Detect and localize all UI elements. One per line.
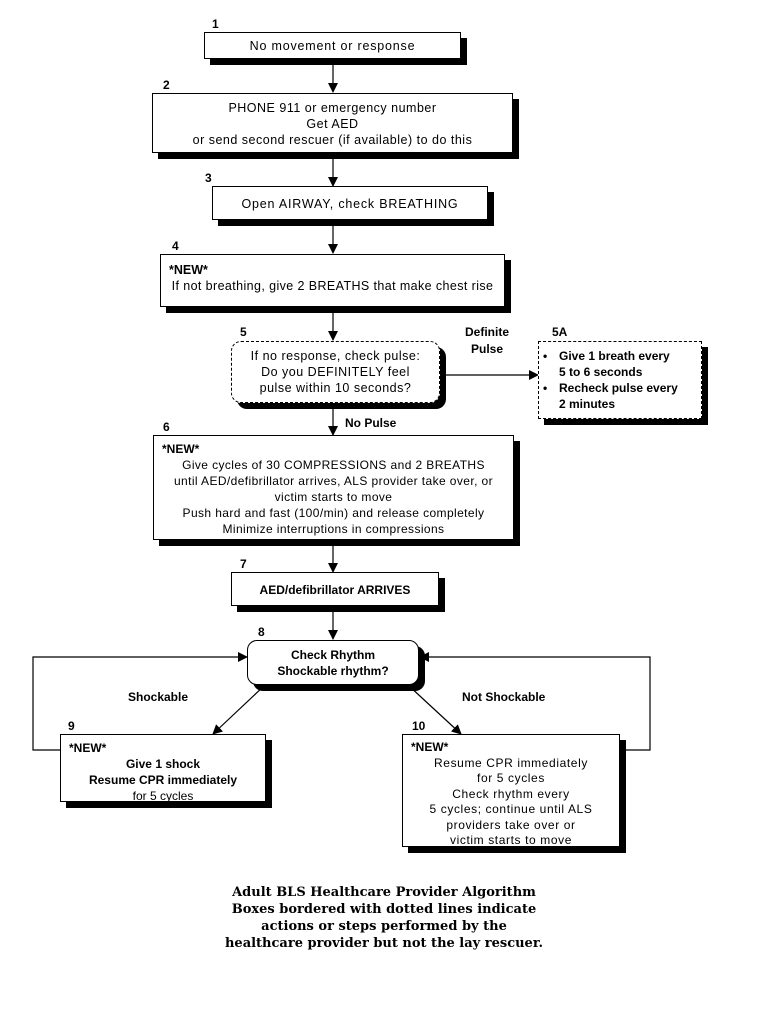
step-no-movement: No movement or response (204, 32, 461, 59)
step-text: Check rhythm every (452, 786, 570, 801)
step-text: for 5 cycles (477, 771, 545, 785)
step-check-pulse: If no response, check pulse: Do you DEFI… (231, 341, 440, 403)
pulse-actions-list: Give 1 breath every 5 to 6 seconds Reche… (539, 348, 701, 412)
step-text: PHONE 911 or emergency number (228, 101, 437, 115)
diagram-caption: Adult BLS Healthcare Provider Algorithm … (180, 884, 588, 952)
new-tag: *NEW* (169, 263, 208, 277)
step-text: AED/defibrillator ARRIVES (259, 583, 411, 597)
step-text: If no response, check pulse: (250, 349, 421, 363)
caption-line: actions or steps performed by the (261, 919, 507, 934)
step-check-rhythm: Check Rhythm Shockable rhythm? (247, 640, 419, 685)
label-shockable: Shockable (128, 690, 189, 704)
new-tag: *NEW* (162, 442, 200, 456)
step-number: 1 (212, 17, 219, 31)
step-text: or send second rescuer (if available) to… (192, 133, 473, 147)
step-number: 3 (205, 171, 212, 185)
step-text: victim starts to move (450, 833, 572, 847)
loop-9-to-8 (32, 652, 248, 751)
step-phone-911: PHONE 911 or emergency number Get AED or… (152, 93, 513, 153)
step-text: Give 1 shock (125, 757, 201, 771)
label-line: Pulse (470, 342, 503, 356)
label-definite-pulse: Definite Pulse (452, 324, 522, 358)
step-number: 2 (163, 78, 170, 92)
bullet-text: 2 minutes (559, 397, 616, 411)
bullet-text: 5 to 6 seconds (559, 365, 643, 379)
step-text: Resume CPR immediately (434, 755, 588, 770)
bullet-text: Give 1 breath every (559, 349, 670, 363)
step-text: until AED/defibrillator arrives, ALS pro… (173, 474, 494, 488)
step-number: 4 (172, 239, 179, 253)
step-text: If not breathing, give 2 BREATHS that ma… (171, 279, 494, 293)
step-number: 6 (163, 420, 170, 434)
step-aed-arrives: AED/defibrillator ARRIVES (231, 572, 439, 606)
step-text: Push hard and fast (100/min) and release… (182, 506, 485, 520)
step-text: Shockable rhythm? (277, 664, 389, 678)
step-text: Open AIRWAY, check BREATHING (241, 197, 459, 211)
step-definite-pulse-actions: Give 1 breath every 5 to 6 seconds Reche… (538, 341, 702, 419)
step-number: 7 (240, 557, 247, 571)
step-text: No movement or response (249, 39, 416, 53)
step-number: 9 (68, 719, 75, 733)
step-text: victim starts to move (274, 490, 393, 504)
step-resume-cpr: *NEW* Resume CPR immediately for 5 cycle… (402, 734, 620, 847)
label-no-pulse: No Pulse (345, 416, 397, 430)
step-number: 8 (258, 625, 265, 639)
step-number: 5 (240, 325, 247, 339)
step-text: Check Rhythm (290, 648, 376, 662)
caption-line: Boxes bordered with dotted lines indicat… (231, 902, 537, 917)
step-number: 5A (552, 325, 568, 339)
arrow-8-to-9 (212, 684, 266, 735)
step-text: Give cycles of 30 COMPRESSIONS and 2 BRE… (182, 458, 485, 472)
list-item: Give 1 breath every 5 to 6 seconds (539, 348, 701, 380)
list-item: Recheck pulse every 2 minutes (539, 380, 701, 412)
step-text: pulse within 10 seconds? (259, 381, 412, 395)
step-give-breaths: *NEW* If not breathing, give 2 BREATHS t… (160, 254, 505, 307)
step-open-airway: Open AIRWAY, check BREATHING (212, 186, 488, 220)
step-text: Get AED (306, 117, 359, 131)
step-text: Do you DEFINITELY feel (261, 365, 410, 379)
label-line: Definite (464, 325, 509, 339)
step-text: for 5 cycles (132, 789, 194, 803)
caption-line: healthcare provider but not the lay resc… (224, 936, 544, 951)
caption-line: Adult BLS Healthcare Provider Algorithm (232, 885, 536, 900)
step-compressions: *NEW* Give cycles of 30 COMPRESSIONS and… (153, 435, 514, 540)
step-text: Resume CPR immediately (88, 773, 238, 787)
step-text: Minimize interruptions in compressions (222, 522, 445, 536)
bullet-text: Recheck pulse every (559, 381, 678, 395)
step-give-shock: *NEW* Give 1 shock Resume CPR immediatel… (60, 734, 266, 803)
new-tag: *NEW* (69, 741, 107, 755)
arrow-8-to-10 (407, 684, 462, 735)
new-tag: *NEW* (411, 740, 449, 754)
loop-10-to-8 (419, 652, 651, 751)
label-not-shockable: Not Shockable (462, 690, 546, 704)
step-number: 10 (412, 719, 426, 733)
step-text: 5 cycles; continue until ALS (429, 802, 593, 816)
step-text: providers take over or (446, 817, 576, 832)
